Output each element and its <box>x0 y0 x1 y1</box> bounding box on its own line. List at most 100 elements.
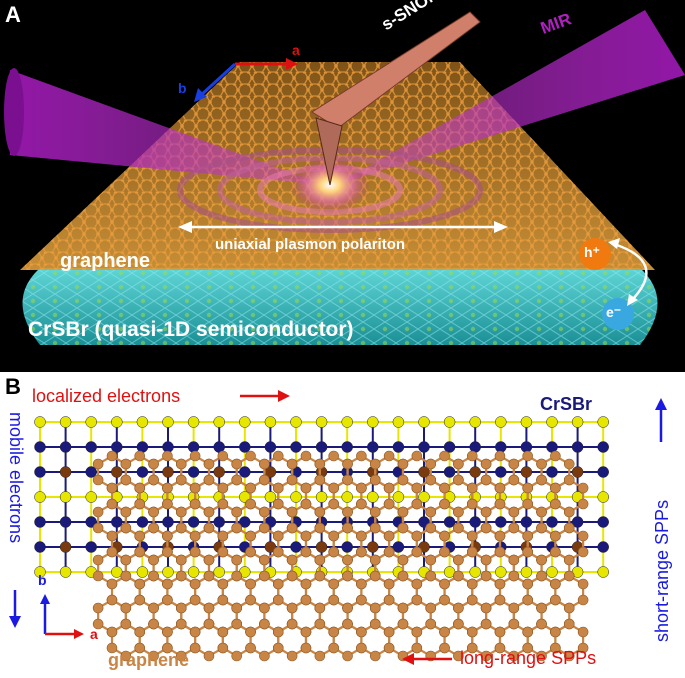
crsbr-atom <box>469 516 481 528</box>
carbon-atom <box>175 650 187 662</box>
panel-a-letter: A <box>5 2 21 27</box>
carbon-atom <box>259 618 270 630</box>
carbon-atom <box>245 482 256 494</box>
carbon-atom <box>494 450 506 462</box>
crsbr-atom <box>597 491 609 503</box>
carbon-atom <box>577 578 589 590</box>
crsbr-atom <box>59 466 72 478</box>
carbon-atom <box>175 522 187 534</box>
carbon-atom <box>383 642 395 654</box>
crsbr-atom <box>264 416 277 428</box>
carbon-atom <box>203 554 215 566</box>
crsbr-atom <box>367 416 379 428</box>
axis-a-label-b: a <box>90 626 98 642</box>
carbon-atom <box>550 626 561 638</box>
carbon-atom <box>439 642 450 654</box>
carbon-atom <box>411 498 423 510</box>
carbon-atom <box>411 626 423 638</box>
carbon-atom <box>92 458 104 470</box>
carbon-atom <box>203 618 215 630</box>
carbon-atom <box>356 498 367 510</box>
crsbr-atom <box>418 441 430 453</box>
carbon-atom <box>217 642 229 654</box>
carbon-atom <box>563 570 575 582</box>
hole-label: h⁺ <box>584 244 600 260</box>
crsbr-atom <box>111 466 123 478</box>
carbon-atom <box>383 450 395 462</box>
carbon-atom <box>369 474 381 486</box>
carbon-atom <box>286 522 298 534</box>
carbon-atom <box>231 506 243 518</box>
carbon-atom <box>425 522 436 534</box>
carbon-atom <box>106 642 118 654</box>
carbon-atom <box>300 530 312 542</box>
crsbr-atom <box>264 491 277 503</box>
crsbr-atom <box>264 441 277 453</box>
carbon-atom <box>563 458 575 470</box>
carbon-atom <box>453 522 464 534</box>
carbon-atom <box>494 546 506 558</box>
carbon-atom <box>314 618 326 630</box>
crsbr-atom <box>34 491 46 503</box>
crsbr-atom <box>59 416 72 428</box>
carbon-atom <box>342 570 353 582</box>
crsbr-atom <box>187 516 200 528</box>
carbon-atom <box>231 474 243 486</box>
carbon-atom <box>134 578 146 590</box>
carbon-atom <box>175 602 187 614</box>
carbon-atom <box>397 554 409 566</box>
carbon-atom <box>356 546 367 558</box>
carbon-atom <box>272 594 284 606</box>
carbon-atom <box>425 458 436 470</box>
carbon-atom <box>314 522 326 534</box>
crsbr-atom <box>495 516 507 528</box>
carbon-atom <box>189 530 201 542</box>
carbon-atom <box>577 530 589 542</box>
crsbr-atom <box>239 441 251 453</box>
carbon-atom <box>245 594 256 606</box>
carbon-atom <box>217 626 229 638</box>
carbon-atom <box>577 498 589 510</box>
carrier-exchange-arrow <box>613 242 648 301</box>
crsbr-atom <box>290 441 302 453</box>
carbon-atom <box>259 554 270 566</box>
carbon-atom <box>300 626 312 638</box>
carbon-atom <box>522 530 533 542</box>
crsbr-atom <box>571 441 584 453</box>
lattice-illustration <box>9 390 667 665</box>
carbon-atom <box>217 498 229 510</box>
carbon-atom <box>508 650 520 662</box>
carbon-atom <box>314 506 326 518</box>
crsbr-atom <box>187 441 200 453</box>
carbon-atom <box>536 554 547 566</box>
carbon-atom <box>134 450 146 462</box>
crsbr-atom <box>546 516 558 528</box>
crsbr-atom <box>315 441 328 453</box>
carbon-atom <box>577 482 589 494</box>
carbon-atom <box>342 650 353 662</box>
long-range-spps-arrow <box>402 653 452 665</box>
crsbr-atom <box>520 516 533 528</box>
short-range-spps-label: short-range SPPs <box>652 499 672 642</box>
carbon-atom <box>189 498 201 510</box>
carbon-atom <box>245 450 256 462</box>
crsbr-atom <box>443 441 456 453</box>
crsbr-atom <box>136 516 149 528</box>
carbon-atom <box>328 642 340 654</box>
carbon-atom <box>342 522 353 534</box>
carbon-atom <box>162 594 173 606</box>
carbon-atom <box>522 626 533 638</box>
crsbr-atom <box>162 516 174 528</box>
carbon-atom <box>217 578 229 590</box>
carbon-atom <box>92 602 104 614</box>
crsbr-atom <box>34 541 46 553</box>
crsbr-atom <box>469 416 481 428</box>
crsbr-atom <box>85 516 97 528</box>
carbon-atom <box>453 618 464 630</box>
crsbr-atom <box>341 441 353 453</box>
crsbr-label: CrSBr <box>540 394 593 414</box>
carbon-atom <box>259 650 270 662</box>
carbon-atom <box>134 546 146 558</box>
carbon-atom <box>480 506 492 518</box>
carbon-atom <box>369 602 381 614</box>
